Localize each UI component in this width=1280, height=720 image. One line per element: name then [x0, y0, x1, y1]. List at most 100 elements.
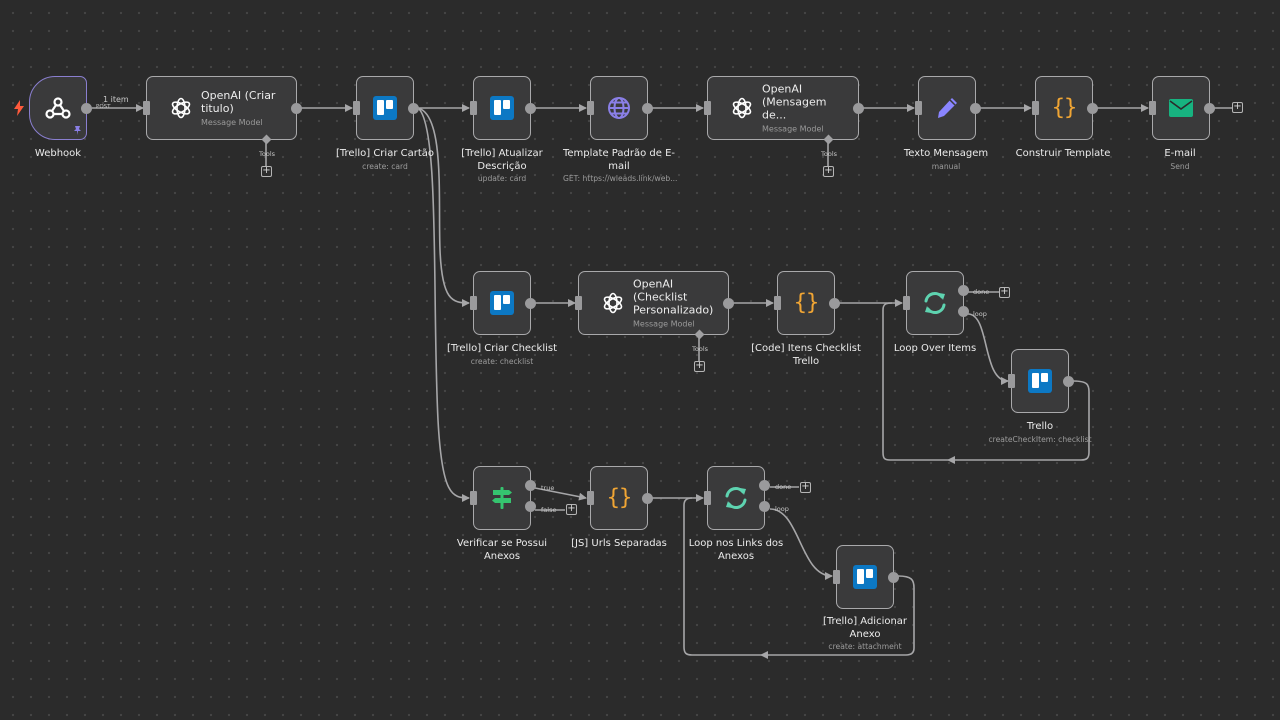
output-handle[interactable] — [1204, 102, 1215, 114]
input-handle[interactable] — [1008, 374, 1015, 388]
output-handle-false[interactable] — [525, 501, 536, 513]
node-email[interactable] — [1149, 76, 1215, 140]
add-tool-button[interactable]: + — [694, 360, 705, 372]
trello-icon — [853, 565, 877, 589]
input-handle[interactable] — [915, 101, 922, 115]
input-handle[interactable] — [1149, 101, 1156, 115]
add-tool-button[interactable]: + — [823, 165, 834, 177]
edge-cartao-checklist — [417, 107, 470, 307]
output-label-loop: loop — [973, 310, 987, 318]
output-handle[interactable] — [1087, 102, 1098, 114]
output-handle-loop[interactable] — [759, 501, 770, 513]
add-tool-button[interactable]: + — [261, 165, 272, 177]
output-handle[interactable] — [642, 102, 653, 114]
input-handle[interactable] — [353, 101, 360, 115]
output-label-false: false — [541, 506, 557, 514]
node-template-padrao-email[interactable] — [587, 76, 653, 140]
input-handle[interactable] — [587, 101, 594, 115]
output-handle[interactable] — [853, 102, 864, 114]
input-handle[interactable] — [833, 570, 840, 584]
output-handle-true[interactable] — [525, 480, 536, 492]
output-label-done: done — [775, 483, 792, 491]
input-handle[interactable] — [575, 296, 582, 310]
node-trello-atualizar-descricao[interactable] — [470, 76, 536, 140]
input-handle[interactable] — [903, 296, 910, 310]
node-title: OpenAI (Mensagem de... — [762, 82, 827, 122]
node-js-urls-separadas[interactable]: {} — [587, 466, 653, 530]
node-label: Construir Template — [1015, 148, 1111, 159]
add-node-button[interactable]: + — [1232, 101, 1243, 113]
output-handle[interactable] — [1063, 375, 1074, 387]
node-openai-mensagem[interactable]: OpenAI (Mensagem de... Message Model — [704, 76, 864, 140]
pencil-icon — [938, 98, 957, 118]
tools-label: Tools — [692, 345, 709, 353]
node-trello-adicionar-anexo[interactable] — [833, 545, 899, 609]
output-handle[interactable] — [970, 102, 981, 114]
input-handle[interactable] — [470, 296, 477, 310]
node-texto-mensagem[interactable] — [915, 76, 981, 140]
input-handle[interactable] — [470, 101, 477, 115]
output-handle[interactable] — [888, 571, 899, 583]
output-handle-loop[interactable] — [958, 306, 969, 318]
node-title: OpenAI (Checklist Personalizado) — [633, 277, 714, 317]
node-label: Loop nos Links dos Anexos — [688, 538, 784, 562]
input-handle[interactable] — [704, 101, 711, 115]
input-handle[interactable] — [587, 491, 594, 505]
node-loop-over-items[interactable] — [903, 271, 969, 335]
output-handle[interactable] — [525, 297, 536, 309]
output-label-true: true — [541, 484, 555, 492]
node-label: [JS] Urls Separadas — [571, 538, 667, 549]
output-handle-done[interactable] — [958, 285, 969, 297]
tools-label: Tools — [821, 150, 838, 158]
input-handle[interactable] — [1032, 101, 1039, 115]
input-handle[interactable] — [704, 491, 711, 505]
output-handle[interactable] — [291, 102, 302, 114]
node-trello-criar-checklist[interactable] — [470, 271, 536, 335]
output-handle-done[interactable] — [759, 480, 770, 492]
add-node-button[interactable]: + — [800, 481, 811, 493]
output-handle[interactable] — [408, 102, 419, 114]
node-webhook[interactable] — [29, 76, 92, 140]
output-handle[interactable] — [723, 297, 734, 309]
node-openai-criar-titulo[interactable]: OpenAI (Criar titulo) Message Model — [143, 76, 302, 140]
trello-icon — [490, 291, 514, 315]
openai-icon — [732, 97, 752, 119]
input-handle[interactable] — [143, 101, 150, 115]
add-node-button[interactable]: + — [999, 286, 1010, 298]
node-verificar-anexos[interactable] — [470, 466, 536, 530]
node-trello-criar-cartao[interactable] — [353, 76, 419, 140]
node-title: OpenAI (Criar titulo) — [201, 89, 276, 115]
node-subtitle: Message Model — [762, 124, 824, 134]
node-trello-create-checkitem[interactable] — [1008, 349, 1074, 413]
output-handle[interactable] — [525, 102, 536, 114]
node-code-itens-checklist[interactable]: {} — [774, 271, 840, 335]
input-handle[interactable] — [470, 491, 477, 505]
code-icon: {} — [793, 290, 819, 316]
output-handle[interactable] — [81, 102, 92, 114]
pin-icon[interactable] — [73, 126, 82, 135]
loop-icon — [924, 292, 946, 314]
output-handle[interactable] — [642, 492, 653, 504]
node-construir-template[interactable]: {} — [1032, 76, 1098, 140]
input-handle[interactable] — [774, 296, 781, 310]
webhook-method-label: POST — [96, 104, 111, 110]
trigger-bolt-icon — [14, 100, 24, 116]
loop-icon — [725, 487, 747, 509]
add-node-button[interactable]: + — [566, 503, 577, 515]
back-arrow-2 — [760, 651, 768, 659]
output-handle[interactable] — [829, 297, 840, 309]
node-subtitle: Message Model — [633, 319, 695, 329]
node-label: Verificar se Possui Anexos — [456, 538, 548, 562]
node-loop-links-anexos[interactable] — [704, 466, 770, 530]
globe-icon — [608, 97, 630, 119]
connection-items-count: 1 item — [103, 95, 129, 104]
node-subtitle: Message Model — [201, 118, 263, 127]
trello-icon — [1028, 369, 1052, 393]
node-openai-checklist[interactable]: OpenAI (Checklist Personalizado) Message… — [575, 271, 734, 335]
